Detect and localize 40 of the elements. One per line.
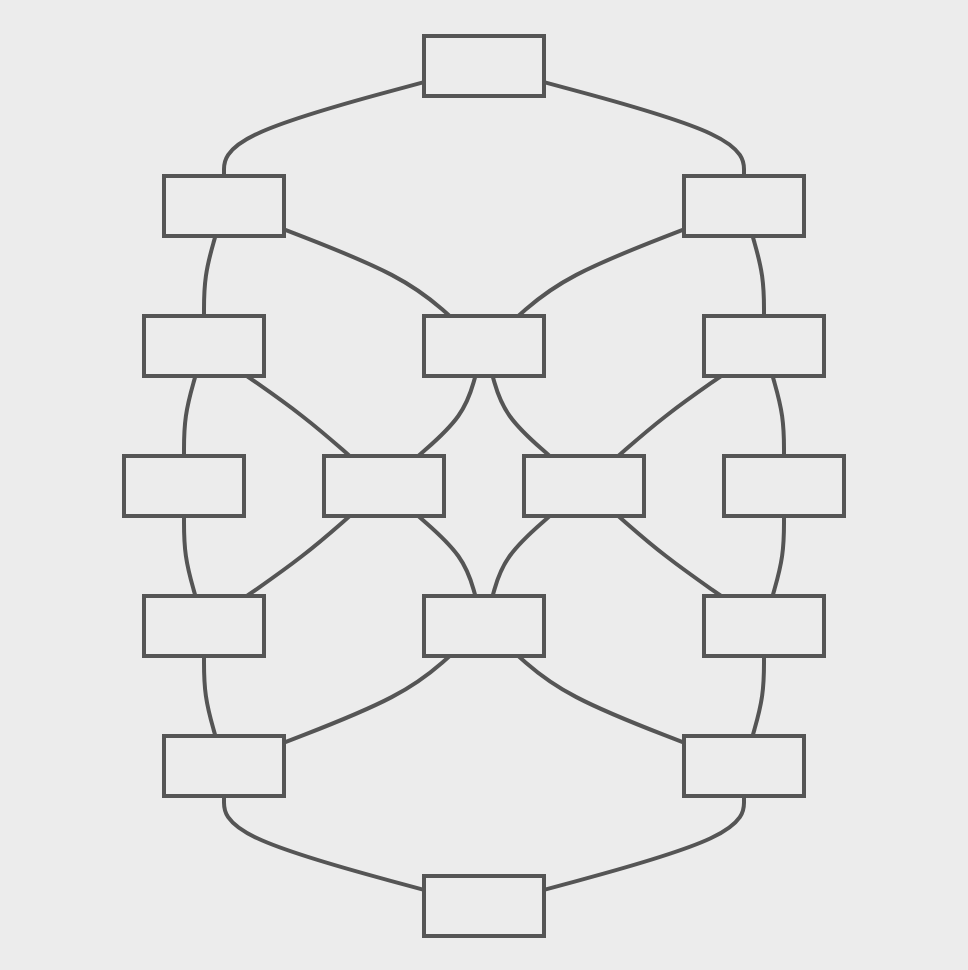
connector (543, 79, 746, 175)
connector (490, 513, 552, 596)
node-box (422, 593, 546, 657)
node-box (722, 453, 846, 517)
node-box (422, 33, 546, 97)
node-box (702, 313, 826, 377)
node-box (522, 453, 646, 517)
node-box (162, 733, 286, 797)
connector (283, 226, 452, 317)
connector (750, 655, 766, 736)
connector (245, 513, 352, 597)
connector (516, 653, 685, 744)
connector (245, 373, 352, 457)
connector (182, 374, 198, 455)
connector (222, 79, 425, 175)
node-box (422, 313, 546, 377)
node-box (162, 173, 286, 237)
connector (770, 515, 786, 596)
node-box (682, 733, 806, 797)
connector (770, 374, 786, 455)
node-box (122, 453, 246, 517)
connector (750, 234, 766, 315)
node-box (322, 453, 446, 517)
connector (543, 795, 746, 891)
connector (416, 374, 478, 457)
connector (283, 653, 452, 744)
connector (202, 655, 218, 736)
node-box (682, 173, 806, 237)
node-box (702, 593, 826, 657)
connector (222, 795, 425, 891)
connector (490, 374, 552, 457)
node-box (422, 873, 546, 937)
connector (616, 373, 723, 457)
connector (616, 513, 723, 597)
connector (516, 226, 685, 317)
connector (182, 515, 198, 596)
connector (416, 513, 478, 596)
connector (202, 234, 218, 315)
node-box (142, 313, 266, 377)
node-box (142, 593, 266, 657)
